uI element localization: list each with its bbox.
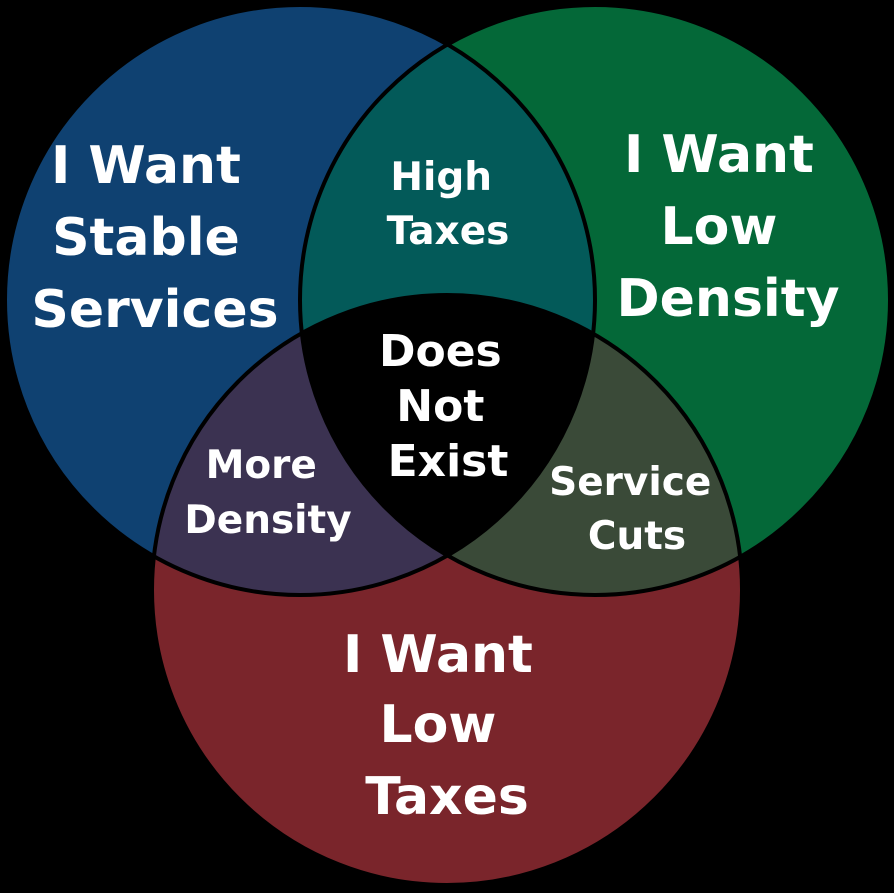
label-low-density: I Want Low Density	[617, 125, 840, 329]
label-line: I Want	[343, 625, 533, 685]
label-line: Services	[31, 280, 278, 340]
label-line: Service	[549, 460, 711, 505]
outline-services	[3, 3, 597, 597]
label-line: Low	[379, 695, 496, 755]
label-line: Taxes	[365, 767, 529, 827]
label-more-density: More Density	[184, 443, 351, 543]
label-line: High	[390, 155, 492, 200]
label-line: Density	[184, 498, 351, 543]
label-line: I Want	[624, 125, 814, 185]
label-line: More	[206, 443, 317, 488]
label-stable-services: I Want Stable Services	[31, 136, 278, 340]
label-line: I Want	[51, 136, 241, 196]
label-does-not-exist: Does Not Exist	[379, 326, 517, 487]
outline-taxes	[150, 293, 744, 887]
label-line: Low	[660, 197, 777, 257]
label-high-taxes: High Taxes	[387, 155, 510, 254]
label-line: Does	[379, 326, 502, 377]
label-line: Cuts	[588, 514, 686, 559]
label-line: Stable	[52, 208, 240, 268]
label-low-taxes: I Want Low Taxes	[343, 625, 551, 827]
label-service-cuts: Service Cuts	[549, 460, 725, 559]
outline-density	[298, 3, 892, 597]
label-line: Density	[617, 269, 840, 329]
label-line: Exist	[388, 436, 509, 487]
label-line: Taxes	[387, 209, 510, 254]
label-line: Not	[396, 381, 484, 432]
